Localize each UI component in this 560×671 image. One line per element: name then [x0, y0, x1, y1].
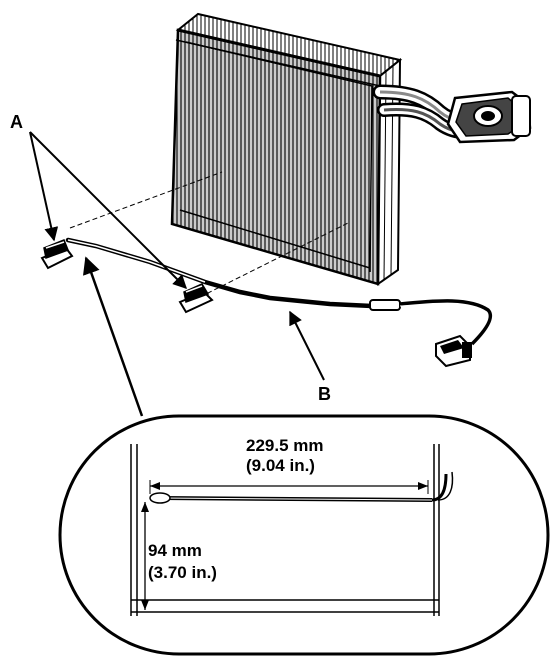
- detail-inset: 229.5 mm (9.04 in.) 94 mm (3.70 in.): [58, 414, 550, 656]
- length-in-label: (9.04 in.): [246, 456, 315, 475]
- callout-b: B: [289, 310, 331, 404]
- holder-clip-2: [178, 283, 214, 314]
- height-dimension: 94 mm (3.70 in.): [141, 502, 217, 610]
- detail-sensor-probe: [149, 471, 454, 504]
- height-in-label: (3.70 in.): [148, 563, 217, 582]
- evaporator-core: [170, 12, 403, 286]
- detail-frame: [58, 414, 550, 656]
- holder-clip-1: [40, 239, 74, 270]
- projection-lines: [69, 171, 351, 298]
- height-mm-label: 94 mm: [148, 541, 202, 560]
- temperature-sensor: [65, 237, 493, 368]
- callout-a-label: A: [10, 112, 23, 132]
- callout-b-label: B: [318, 384, 331, 404]
- sensor-connector: [435, 334, 472, 368]
- refrigerant-pipes: [372, 84, 532, 144]
- length-dimension: 229.5 mm (9.04 in.): [149, 436, 429, 494]
- callout-a: A: [10, 112, 187, 289]
- length-mm-label: 229.5 mm: [246, 436, 324, 455]
- detail-pointer-arrow: [83, 256, 144, 417]
